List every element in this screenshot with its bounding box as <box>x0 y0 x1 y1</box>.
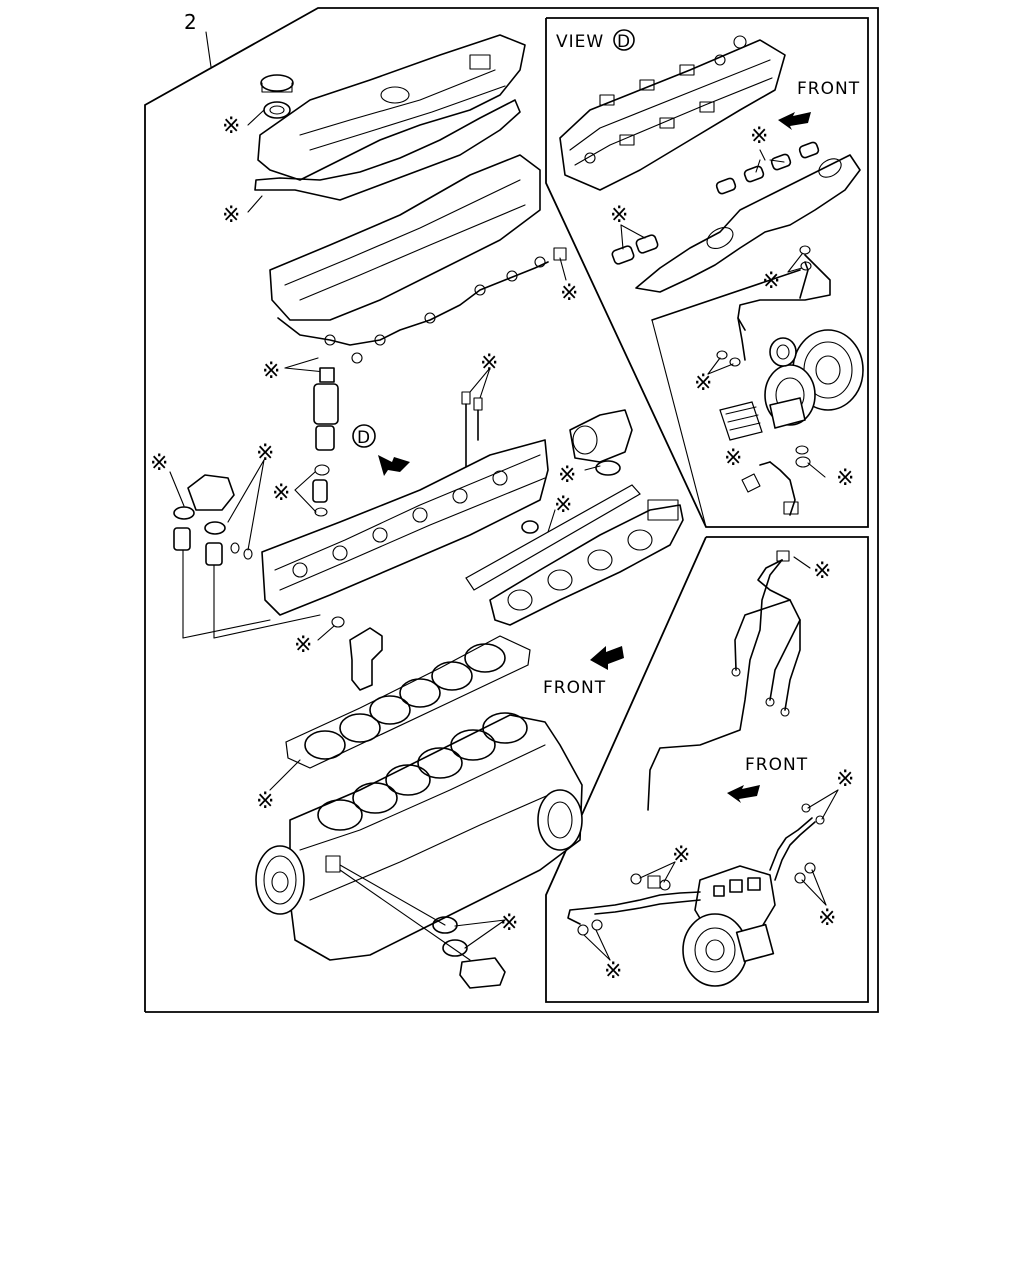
asterisk-exhaust-gasket: ※ <box>750 124 768 149</box>
turbo-oil-lines: ※ <box>737 245 831 331</box>
oil-filler-cap: ※ <box>222 74 294 142</box>
asterisk-thermostat-left: ※ <box>150 451 168 476</box>
asterisk-fuel-pipe: ※ <box>813 559 831 584</box>
crankshaft-pulley <box>255 845 305 915</box>
turbo-outlet-gasket <box>719 401 763 441</box>
view-d-front-arrow <box>778 112 811 130</box>
asterisk-feed-upper: ※ <box>836 767 854 792</box>
asterisk-egr-valve-gasket: ※ <box>558 463 576 488</box>
water-outlet-pipe <box>349 627 383 691</box>
egr-gaskets: ※ <box>610 203 659 265</box>
asterisk-block-seals: ※ <box>500 911 518 936</box>
leak-off-pipe: ※ ※ <box>262 247 578 384</box>
main-front-arrow <box>590 646 624 670</box>
asterisk-feed-left-upper: ※ <box>672 843 690 868</box>
cylinder-head: ※ <box>261 439 549 658</box>
main-front-label: FRONT <box>543 678 606 698</box>
egr-valve: ※ <box>558 409 633 488</box>
turbo-subframe-left <box>651 319 707 528</box>
turbo-oil-feed: ※ <box>694 317 746 396</box>
view-d-front-label: FRONT <box>797 79 860 99</box>
asterisk-egr-gasket: ※ <box>610 203 628 228</box>
head-cover-gasket: ※ <box>222 99 521 228</box>
fuel-pump-inset: FRONT ※ <box>545 536 869 1003</box>
fuel-pump-front-label: FRONT <box>745 755 808 775</box>
exhaust-manifold <box>635 154 861 293</box>
asterisk-oil-return-right: ※ <box>836 466 854 491</box>
view-d-inset: VIEW D FRONT ※ <box>545 17 869 528</box>
asterisk-head-bolt: ※ <box>480 351 498 376</box>
main-view-d-marker: D <box>357 428 371 448</box>
kit-frame <box>144 7 879 1013</box>
exhaust-manifold-gaskets: ※ <box>715 124 820 195</box>
cylinder-head-cover <box>257 34 526 181</box>
asterisk-oil-line: ※ <box>762 269 780 294</box>
callout-number: 2 <box>184 10 197 34</box>
asterisk-head-cover-gasket: ※ <box>222 203 240 228</box>
main-view-d-arrow <box>378 455 410 476</box>
asterisk-turbo-oil-feed: ※ <box>694 371 712 396</box>
fuel-feed-pipes: ※ ※ ※ ※ <box>567 767 854 984</box>
asterisk-thermostat-right: ※ <box>256 441 274 466</box>
main-view-d-circle <box>352 424 376 448</box>
intake-manifold <box>489 499 684 626</box>
view-d-label: VIEW <box>556 32 604 52</box>
fuel-supply-pump <box>682 865 776 987</box>
asterisk-leak-off-washers: ※ <box>262 359 280 384</box>
turbo-oil-return: ※ ※ <box>724 445 854 516</box>
turbocharger <box>764 329 864 429</box>
cylinder-head-gasket: ※ <box>256 635 531 814</box>
asterisk-filler-cap-seal: ※ <box>222 114 240 139</box>
asterisk-head-plug: ※ <box>294 633 312 658</box>
asterisk-head-gasket: ※ <box>256 789 274 814</box>
intake-manifold-gasket: ※ <box>465 484 641 591</box>
rocker-housing <box>269 154 541 321</box>
view-d-circle <box>613 29 635 51</box>
head-bolts: ※ <box>461 351 498 471</box>
asterisk-oil-return-left: ※ <box>724 446 742 471</box>
asterisk-leak-off-fitting: ※ <box>560 281 578 306</box>
fuel-injector: ※ <box>272 367 339 517</box>
block-seals: ※ <box>325 855 518 989</box>
turbo-subframe-top <box>651 269 801 321</box>
asterisk-intake-gasket: ※ <box>554 493 572 518</box>
fuel-pump-front-arrow <box>727 785 760 803</box>
thermostat-housing: ※ ※ <box>150 441 321 639</box>
asterisk-feed-lower: ※ <box>818 906 836 931</box>
asterisk-injector-seals: ※ <box>272 481 290 506</box>
view-d-marker: D <box>617 32 631 52</box>
cylinder-head-rear-view <box>559 35 786 191</box>
asterisk-feed-left-lower: ※ <box>604 959 622 984</box>
fuel-injection-pipes: ※ <box>647 550 831 811</box>
cylinder-block <box>289 712 583 961</box>
